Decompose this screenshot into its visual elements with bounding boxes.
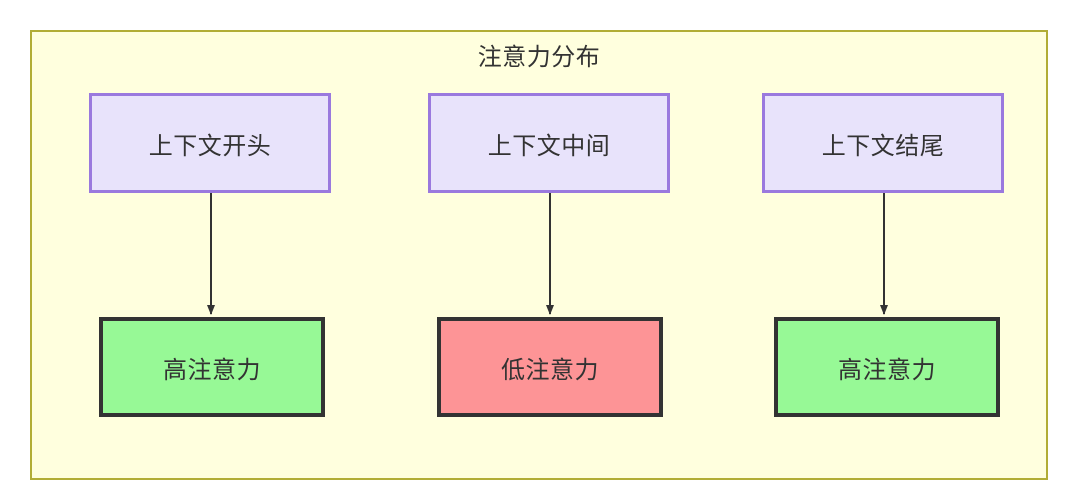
node-label: 上下文开头	[148, 132, 272, 160]
node-low-attention-middle[interactable]: 低注意力	[437, 317, 663, 417]
node-high-attention-end[interactable]: 高注意力	[774, 317, 1000, 417]
node-context-end[interactable]: 上下文结尾	[762, 93, 1004, 193]
node-context-middle[interactable]: 上下文中间	[428, 93, 670, 193]
subgraph-title: 注意力分布	[477, 44, 601, 71]
node-label: 上下文中间	[487, 132, 611, 160]
node-label: 高注意力	[838, 356, 936, 384]
node-label: 高注意力	[163, 356, 261, 384]
node-label: 上下文结尾	[821, 132, 945, 160]
node-label: 低注意力	[501, 356, 599, 384]
node-context-start[interactable]: 上下文开头	[89, 93, 331, 193]
node-high-attention-start[interactable]: 高注意力	[99, 317, 325, 417]
